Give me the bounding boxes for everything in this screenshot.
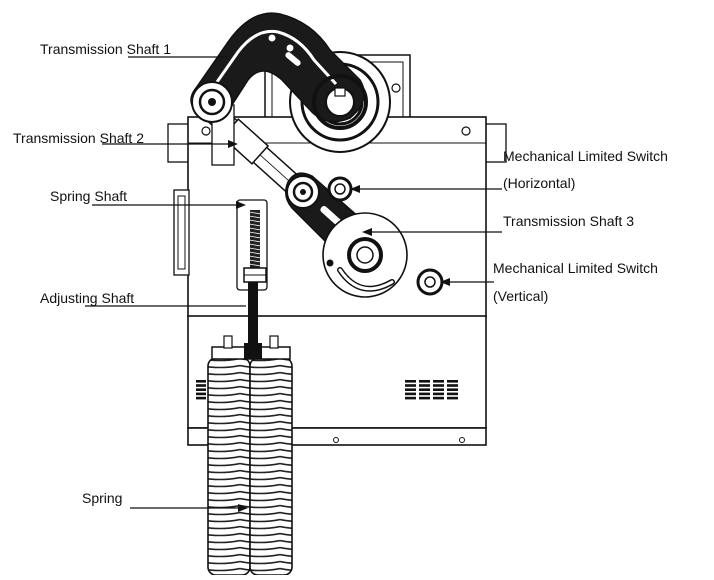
thread-line bbox=[248, 263, 262, 267]
vent-slot bbox=[433, 380, 444, 400]
thread-line bbox=[248, 243, 262, 247]
thread-line bbox=[248, 255, 262, 259]
label-mech-switch-horizontal-line2: (Horizontal) bbox=[503, 175, 576, 191]
arm-wheel-key bbox=[334, 87, 346, 97]
cam-hub bbox=[356, 246, 374, 264]
label-transmission-shaft-1: Transmission Shaft 1 bbox=[40, 41, 171, 57]
vent-slots-left bbox=[196, 380, 206, 400]
vent-slot bbox=[196, 388, 206, 391]
vent-slots-right bbox=[405, 380, 458, 400]
arrow-limit-switch-vertical bbox=[440, 278, 450, 286]
spring-yoke-bolt-left bbox=[223, 335, 233, 349]
spring-yoke-center bbox=[244, 343, 262, 359]
arm-hole-2 bbox=[285, 43, 295, 53]
thread-line bbox=[248, 223, 262, 227]
vent-slot bbox=[196, 392, 206, 396]
vent-slot bbox=[196, 380, 206, 383]
housing-hole-left bbox=[201, 126, 211, 136]
thread-line bbox=[248, 259, 262, 263]
adjusting-shaft-rod bbox=[248, 282, 258, 352]
cam-slot-inner bbox=[338, 268, 394, 291]
vent-slot bbox=[447, 380, 458, 400]
label-spring-shaft: Spring Shaft bbox=[50, 188, 128, 204]
arrow-spring bbox=[238, 504, 248, 512]
limit-switch-vertical-center bbox=[424, 276, 436, 288]
left-side-bracket-inner bbox=[177, 195, 186, 270]
spring-coil-right bbox=[249, 357, 293, 576]
thread-line bbox=[248, 235, 262, 239]
left-flange bbox=[167, 123, 191, 163]
shaft-3-pivot-center bbox=[300, 189, 306, 195]
arm-pivot-center bbox=[208, 98, 216, 106]
vent-slot bbox=[419, 380, 430, 400]
arrow-transmission-shaft-2 bbox=[228, 140, 238, 148]
arm-hole-1 bbox=[267, 33, 277, 43]
spring-shaft-rod bbox=[250, 210, 260, 282]
arrow-limit-switch-horizontal bbox=[350, 185, 360, 193]
base-hole-1 bbox=[333, 437, 339, 443]
spring-yoke-bolt-right bbox=[269, 335, 279, 349]
thread-line bbox=[248, 227, 262, 231]
arm-slot bbox=[285, 52, 301, 66]
vent-slot bbox=[196, 396, 206, 400]
label-mech-switch-vertical-line1: Mechanical Limited Switch bbox=[493, 260, 658, 276]
housing-hole-right bbox=[461, 126, 471, 136]
thread-line bbox=[248, 247, 262, 251]
arm-wheel-ring bbox=[312, 74, 368, 130]
limit-switch-horizontal-center bbox=[334, 183, 346, 195]
thread-line bbox=[248, 239, 262, 243]
label-transmission-shaft-3: Transmission Shaft 3 bbox=[503, 213, 634, 229]
transmission-shaft-1-inner bbox=[208, 29, 338, 93]
arrow-spring-shaft bbox=[236, 201, 246, 209]
thread-line bbox=[248, 211, 262, 215]
label-transmission-shaft-2: Transmission Shaft 2 bbox=[13, 130, 144, 146]
left-side-bracket bbox=[173, 189, 190, 276]
label-spring: Spring bbox=[82, 490, 123, 506]
thread-line bbox=[248, 219, 262, 223]
cam-screw bbox=[326, 259, 334, 267]
label-mech-switch-vertical-line2: (Vertical) bbox=[493, 288, 549, 304]
rear-bracket-hole bbox=[391, 83, 401, 93]
thread-line bbox=[248, 251, 262, 255]
spring-coil-left bbox=[207, 357, 251, 576]
thread-line bbox=[248, 231, 262, 235]
vent-slot bbox=[196, 384, 206, 387]
vent-slot bbox=[405, 380, 416, 400]
base-hole-2 bbox=[459, 437, 465, 443]
arrow-transmission-shaft-3 bbox=[362, 228, 372, 236]
label-adjusting-shaft: Adjusting Shaft bbox=[40, 290, 135, 306]
thread-line bbox=[248, 215, 262, 219]
label-mech-switch-horizontal-line1: Mechanical Limited Switch bbox=[503, 148, 668, 164]
